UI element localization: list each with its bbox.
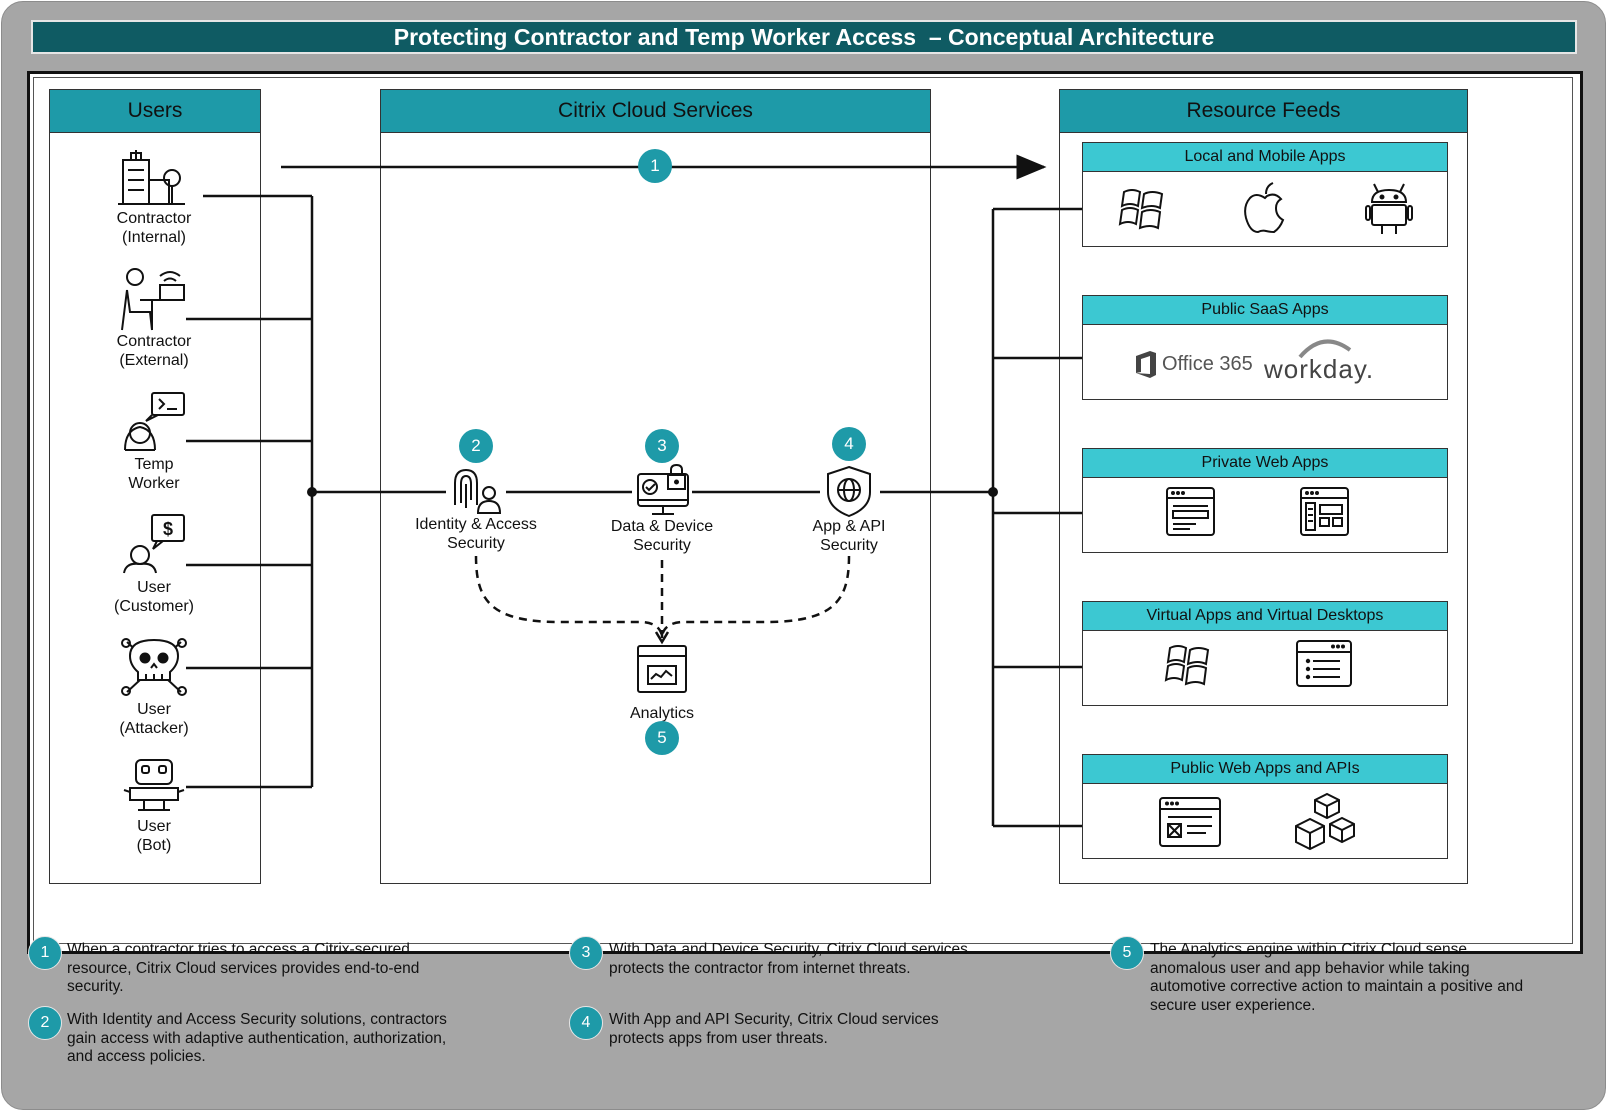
user-label: User(Attacker) bbox=[119, 701, 189, 737]
skull-crossbones-icon bbox=[121, 638, 187, 696]
user-label: User(Customer) bbox=[113, 579, 194, 615]
workday-logo: workday. bbox=[1264, 354, 1375, 384]
monitor-lock-icon bbox=[637, 463, 689, 515]
service-label: Analytics bbox=[629, 705, 695, 722]
resource-public-web-apis: Public Web Apps and APIs bbox=[1082, 754, 1448, 859]
windows-icon bbox=[1164, 645, 1210, 686]
robot-icon bbox=[123, 759, 185, 811]
customer-icon: $ bbox=[123, 514, 185, 574]
resource-private-web: Private Web Apps bbox=[1082, 448, 1448, 553]
shield-globe-icon bbox=[827, 465, 871, 518]
resource-local-mobile: Local and Mobile Apps bbox=[1082, 142, 1448, 247]
windows-icon bbox=[1118, 189, 1164, 230]
note-badge: 1 bbox=[28, 936, 62, 970]
note-badge: 4 bbox=[569, 1006, 603, 1040]
users-panel-title: Users bbox=[50, 90, 260, 133]
service-badge: 2 bbox=[459, 429, 493, 463]
web-page-icon bbox=[1166, 487, 1215, 536]
analytics-window-icon bbox=[637, 645, 687, 693]
user-label: Contractor(Internal) bbox=[116, 210, 192, 246]
resource-public-saas: Public SaaS Apps bbox=[1082, 295, 1448, 400]
android-icon bbox=[1365, 183, 1413, 234]
fingerprint-user-icon bbox=[454, 468, 502, 514]
note-text: With Identity and Access Security soluti… bbox=[67, 1011, 447, 1065]
svg-text:$: $ bbox=[163, 519, 173, 539]
web-dashboard-icon bbox=[1300, 487, 1349, 536]
users-panel: Users bbox=[49, 89, 261, 884]
note-text: When a contractor tries to access a Citr… bbox=[67, 941, 420, 995]
user-label: Contractor(External) bbox=[116, 333, 192, 369]
web-form-icon bbox=[1159, 797, 1221, 847]
resource-title: Public SaaS Apps bbox=[1083, 296, 1447, 325]
cubes-icon bbox=[1295, 792, 1355, 851]
flow-step-badge: 1 bbox=[638, 149, 672, 183]
diagram-title: Protecting Contractor and Temp Worker Ac… bbox=[31, 20, 1577, 54]
list-window-icon bbox=[1296, 640, 1352, 687]
workday-arc-icon bbox=[1298, 339, 1352, 359]
citrix-panel-title: Citrix Cloud Services bbox=[381, 90, 930, 133]
temp-worker-icon bbox=[124, 392, 185, 451]
note-badge: 2 bbox=[28, 1006, 62, 1040]
note-text: The Analytics engine within Citrix Cloud… bbox=[1150, 941, 1524, 1014]
note-badge: 3 bbox=[569, 936, 603, 970]
note-text: With App and API Security, Citrix Cloud … bbox=[609, 1011, 939, 1047]
service-badge: 5 bbox=[645, 721, 679, 755]
remote-worker-icon bbox=[121, 268, 185, 331]
apple-icon bbox=[1244, 182, 1285, 234]
user-label: User(Bot) bbox=[136, 818, 172, 854]
office-365-logo: Office 365 bbox=[1162, 353, 1253, 375]
resource-title: Virtual Apps and Virtual Desktops bbox=[1083, 602, 1447, 631]
resource-title: Private Web Apps bbox=[1083, 449, 1447, 478]
service-badge: 3 bbox=[645, 429, 679, 463]
note-badge: 5 bbox=[1110, 936, 1144, 970]
resource-virtual-apps: Virtual Apps and Virtual Desktops bbox=[1082, 601, 1448, 706]
office-365-logo-icon bbox=[1136, 351, 1156, 378]
note-text: With Data and Device Security, Citrix Cl… bbox=[609, 941, 968, 977]
resource-title: Local and Mobile Apps bbox=[1083, 143, 1447, 172]
office-building-icon bbox=[118, 150, 185, 205]
resources-panel-title: Resource Feeds bbox=[1060, 90, 1467, 133]
service-badge: 4 bbox=[832, 427, 866, 461]
resource-title: Public Web Apps and APIs bbox=[1083, 755, 1447, 784]
